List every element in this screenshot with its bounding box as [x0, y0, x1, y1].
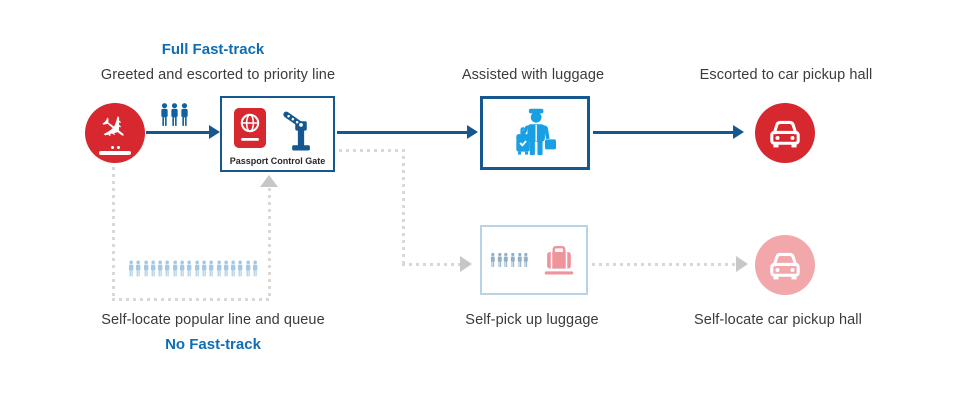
- person-icon: [510, 252, 515, 268]
- self-pickup-luggage-box: [480, 225, 588, 295]
- person-icon: [181, 103, 188, 126]
- greeted-escorted-label: Greeted and escorted to priority line: [100, 67, 336, 83]
- arrow-line-arrival-to-passport: [146, 131, 212, 134]
- person-icon: [171, 103, 178, 126]
- person-icon: [143, 260, 148, 277]
- escorted-car-label: Escorted to car pickup hall: [699, 67, 873, 83]
- no-fast-track-title: No Fast-track: [165, 336, 261, 353]
- dashed-arrowhead-into-pickup: [460, 256, 472, 272]
- person-icon: [172, 260, 178, 277]
- dashed-path-pickup-to-car: [592, 263, 736, 266]
- greeter-group-icon: [160, 102, 189, 127]
- person-icon: [223, 260, 229, 277]
- dashed-path-down-to-pickup: [402, 149, 405, 265]
- gate-barrier-icon: [283, 111, 310, 150]
- dashed-path-bottom-left: [112, 298, 272, 301]
- person-icon: [128, 260, 134, 277]
- passport-control-gate-box: Passport Control Gate: [220, 96, 335, 172]
- person-icon: [180, 260, 185, 277]
- plane-landing-icon: ✈: [91, 104, 137, 155]
- luggage-carousel-icon: [544, 245, 574, 274]
- person-icon: [161, 103, 168, 126]
- porter-with-luggage-icon: [516, 108, 556, 156]
- person-icon: [504, 252, 509, 268]
- self-locate-queue-label: Self-locate popular line and queue: [101, 312, 325, 328]
- dashed-arrowhead-into-passport: [260, 175, 278, 187]
- assisted-luggage-box: [480, 96, 590, 170]
- person-icon: [194, 260, 200, 277]
- dashed-path-right-of-passport: [339, 149, 405, 152]
- arrow-line-passport-to-porter: [337, 131, 469, 134]
- assisted-luggage-label: Assisted with luggage: [461, 67, 605, 83]
- arrow-line-porter-to-car: [593, 131, 735, 134]
- full-fast-track-title: Full Fast-track: [161, 41, 265, 58]
- dashed-path-into-pickup: [402, 263, 460, 266]
- person-icon: [491, 252, 495, 268]
- dashed-path-down-from-arrival: [112, 167, 115, 300]
- person-icon: [216, 260, 221, 277]
- person-icon: [201, 260, 207, 277]
- person-icon: [252, 260, 258, 277]
- person-icon: [517, 252, 522, 268]
- car-icon: [770, 120, 800, 148]
- person-icon: [136, 260, 141, 277]
- person-icon: [209, 260, 214, 277]
- self-pickup-label: Self-pick up luggage: [465, 312, 599, 328]
- car-icon-faded: [770, 252, 800, 280]
- person-icon: [238, 260, 243, 277]
- person-icon: [187, 260, 192, 277]
- person-icon: [245, 260, 251, 277]
- arrowhead-porter-to-car: [733, 125, 744, 139]
- plane-arrival-circle: ✈: [85, 103, 145, 163]
- arrowhead-arrival-to-passport: [209, 125, 220, 139]
- popular-line-queue-icon: [128, 254, 258, 283]
- person-icon: [497, 252, 502, 268]
- self-locate-car-label: Self-locate car pickup hall: [694, 312, 862, 328]
- person-icon: [524, 252, 528, 268]
- dashed-path-up-to-passport: [268, 188, 271, 300]
- arrowhead-passport-to-porter: [467, 125, 478, 139]
- person-icon: [165, 260, 170, 277]
- person-icon: [231, 260, 236, 277]
- pickup-queue-icon: [490, 248, 529, 272]
- passport-icon: [234, 107, 266, 148]
- person-icon: [150, 260, 156, 277]
- car-pickup-circle: [755, 103, 815, 163]
- passport-control-gate-label: Passport Control Gate: [229, 155, 326, 166]
- dashed-arrowhead-into-faded-car: [736, 256, 748, 272]
- person-icon: [158, 260, 163, 277]
- faded-car-pickup-circle: [755, 235, 815, 295]
